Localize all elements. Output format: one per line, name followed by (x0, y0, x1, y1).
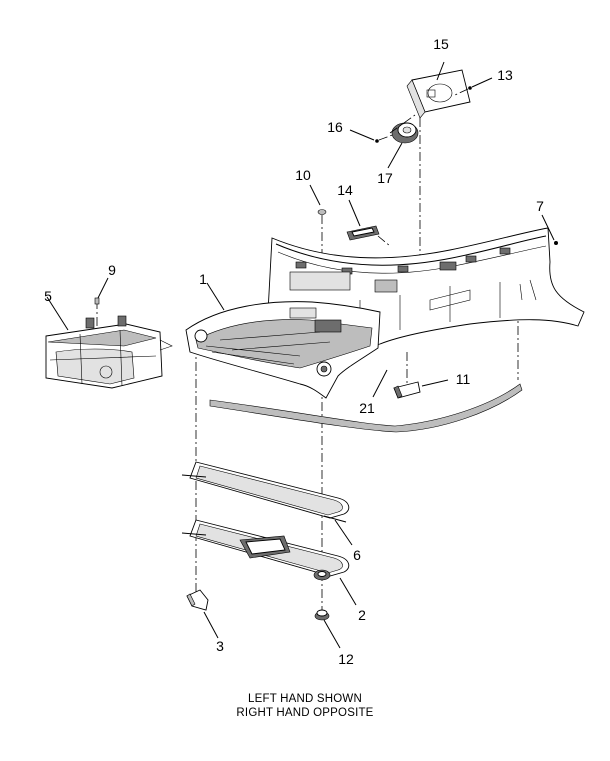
callout-17: 17 (377, 170, 393, 186)
callout-14: 14 (337, 182, 353, 198)
part-10-clip (309, 184, 327, 215)
weatherstrip-seal (209, 383, 523, 433)
part-13-screw (454, 77, 493, 96)
part-17-speaker (387, 114, 419, 169)
callout-11: 11 (456, 371, 471, 387)
part-3-retainer (186, 589, 219, 639)
caption-right-hand-opposite: RIGHT HAND OPPOSITE (236, 707, 374, 719)
part-5-jack-storage-tray (45, 296, 173, 389)
callout-13: 13 (497, 67, 513, 83)
callout-16: 16 (327, 119, 343, 135)
callout-3: 3 (216, 638, 224, 654)
part-1-quarter-trim-panel (185, 227, 585, 399)
part-14-bezel (346, 199, 391, 247)
part-7-fastener (541, 214, 558, 245)
callout-2: 2 (358, 607, 366, 623)
part-9-pin (94, 277, 109, 305)
part-15-speaker-bracket (406, 61, 471, 119)
part-6-cover-panel (181, 461, 353, 546)
callout-7: 7 (536, 198, 544, 214)
callout-21: 21 (359, 400, 375, 416)
part-2-lower-cover-panel (181, 519, 357, 606)
part-12-grommet (314, 609, 341, 649)
callout-15: 15 (433, 36, 449, 52)
callout-1: 1 (199, 271, 207, 287)
caption-left-hand-shown: LEFT HAND SHOWN (248, 693, 362, 705)
callout-12: 12 (338, 651, 354, 667)
part-21-clip (372, 369, 388, 398)
callout-6: 6 (353, 547, 361, 563)
part-11-hook (393, 379, 449, 399)
part-16-screw (349, 129, 396, 143)
callout-10: 10 (295, 167, 311, 183)
callout-5: 5 (44, 288, 52, 304)
callout-9: 9 (108, 262, 116, 278)
